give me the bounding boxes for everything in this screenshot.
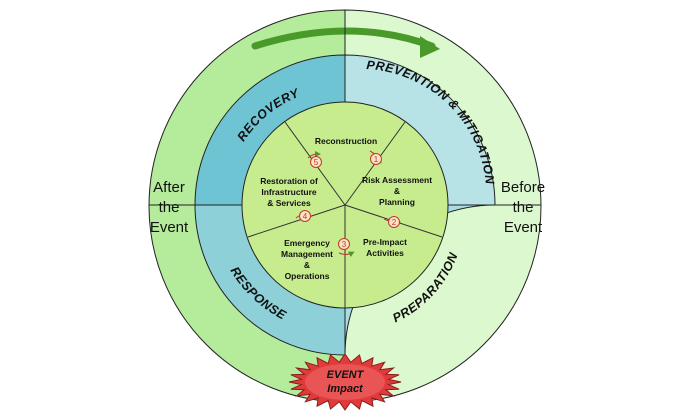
phase-1-line-2: & bbox=[394, 186, 400, 196]
step-number-3: 3 bbox=[342, 240, 347, 249]
step-number-1: 1 bbox=[374, 155, 379, 164]
spoke-left bbox=[247, 204, 346, 238]
before-event-line-3: Event bbox=[503, 219, 543, 236]
cycle-arrow bbox=[251, 27, 436, 50]
phase-5-line-1: Reconstruction bbox=[315, 136, 377, 146]
inner-spokes bbox=[247, 121, 443, 308]
after-event-line-2: the bbox=[158, 199, 180, 216]
after-event-line-3: Event bbox=[149, 219, 189, 236]
step-number-2: 2 bbox=[392, 218, 397, 227]
before-event-line-1: Before bbox=[500, 179, 546, 196]
event-impact-burst: EVENT Impact bbox=[288, 353, 402, 411]
phase-5: Reconstruction bbox=[315, 136, 377, 146]
phase-1-line-3: Planning bbox=[379, 197, 415, 207]
event-label-line-2: Impact bbox=[327, 383, 364, 395]
event-label-line-1: EVENT bbox=[327, 369, 365, 381]
after-event-label: After the Event bbox=[138, 178, 200, 238]
phase-3-line-3: & bbox=[304, 260, 310, 270]
phase-4: Restoration of Infrastructure & Services bbox=[260, 176, 318, 208]
step-number-4: 4 bbox=[303, 212, 308, 221]
phase-3-line-4: Operations bbox=[285, 271, 330, 281]
after-event-line-1: After bbox=[153, 179, 185, 196]
step-number-5: 5 bbox=[314, 158, 319, 167]
phase-2-line-1: Pre-Impact bbox=[363, 237, 407, 247]
phase-2: Pre-Impact Activities bbox=[363, 237, 407, 258]
step-marker-2: 2 bbox=[383, 216, 401, 228]
phase-3: Emergency Management & Operations bbox=[281, 238, 333, 281]
step-marker-3: 3 bbox=[338, 238, 355, 258]
before-event-label: Before the Event bbox=[492, 178, 554, 238]
phase-4-line-2: Infrastructure bbox=[261, 187, 317, 197]
phase-3-line-2: Management bbox=[281, 249, 333, 259]
cycle-arrow-head bbox=[420, 36, 440, 58]
phase-1-line-1: Risk Assessment bbox=[362, 175, 432, 185]
phase-1: Risk Assessment & Planning bbox=[362, 175, 432, 207]
phase-2-line-2: Activities bbox=[366, 248, 404, 258]
phase-4-line-1: Restoration of bbox=[260, 176, 318, 186]
step-marker-4: 4 bbox=[295, 210, 311, 222]
before-event-line-2: the bbox=[512, 199, 534, 216]
phase-4-line-3: & Services bbox=[267, 198, 311, 208]
event-burst-core bbox=[305, 364, 385, 400]
step-marker-1: 1 bbox=[369, 150, 382, 165]
step-marker-5: 5 bbox=[307, 151, 322, 168]
phase-3-line-1: Emergency bbox=[284, 238, 330, 248]
